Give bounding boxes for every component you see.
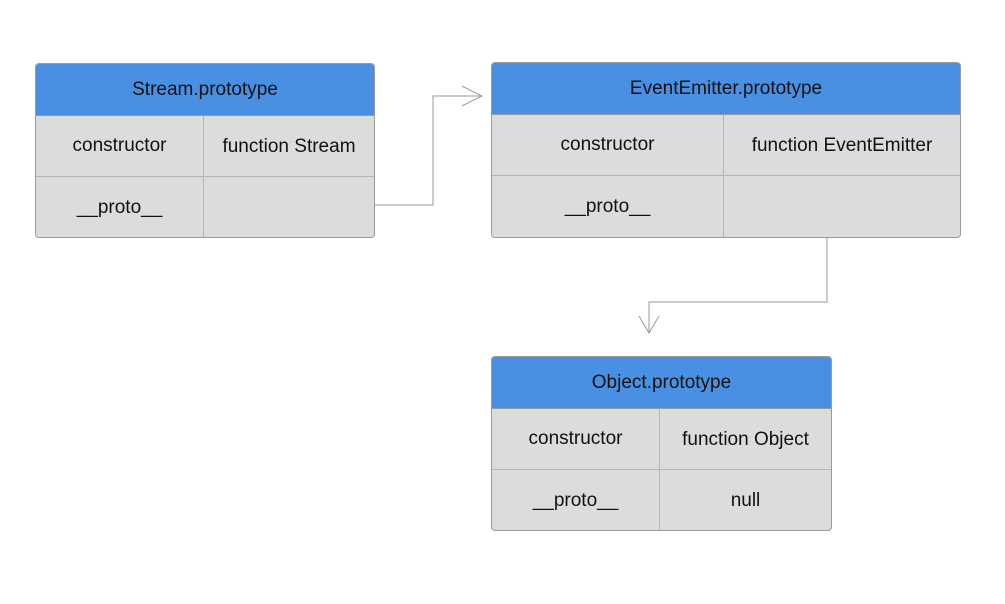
object-proto-row: __proto__ null: [492, 470, 831, 530]
stream-prototype-box: Stream.prototype constructor function St…: [35, 63, 375, 238]
eventemitter-constructor-row: constructor function EventEmitter: [492, 115, 960, 176]
object-constructor-row: constructor function Object: [492, 409, 831, 470]
object-constructor-key: constructor: [492, 409, 660, 469]
eventemitter-constructor-value: function EventEmitter: [751, 135, 933, 156]
object-prototype-box: Object.prototype constructor function Ob…: [491, 356, 832, 531]
object-prototype-title: Object.prototype: [492, 357, 831, 409]
stream-constructor-value: function Stream: [222, 136, 356, 157]
eventemitter-prototype-box: EventEmitter.prototype constructor funct…: [491, 62, 961, 238]
eventemitter-prototype-title: EventEmitter.prototype: [492, 63, 960, 115]
stream-proto-key: __proto__: [36, 177, 204, 237]
stream-prototype-title: Stream.prototype: [36, 64, 374, 116]
eventemitter-proto-key: __proto__: [492, 176, 724, 237]
eventemitter-proto-value: [724, 176, 960, 237]
stream-constructor-key: constructor: [36, 116, 204, 176]
object-constructor-value: function Object: [682, 429, 809, 450]
stream-proto-row: __proto__: [36, 177, 374, 237]
eventemitter-constructor-key: constructor: [492, 115, 724, 175]
stream-constructor-row: constructor function Stream: [36, 116, 374, 177]
stream-proto-arrowhead: [461, 85, 484, 107]
eventemitter-proto-arrowhead: [638, 315, 660, 334]
stream-proto-value: [204, 177, 374, 237]
eventemitter-proto-row: __proto__: [492, 176, 960, 237]
object-proto-value: null: [730, 490, 761, 511]
object-proto-key: __proto__: [492, 470, 660, 530]
